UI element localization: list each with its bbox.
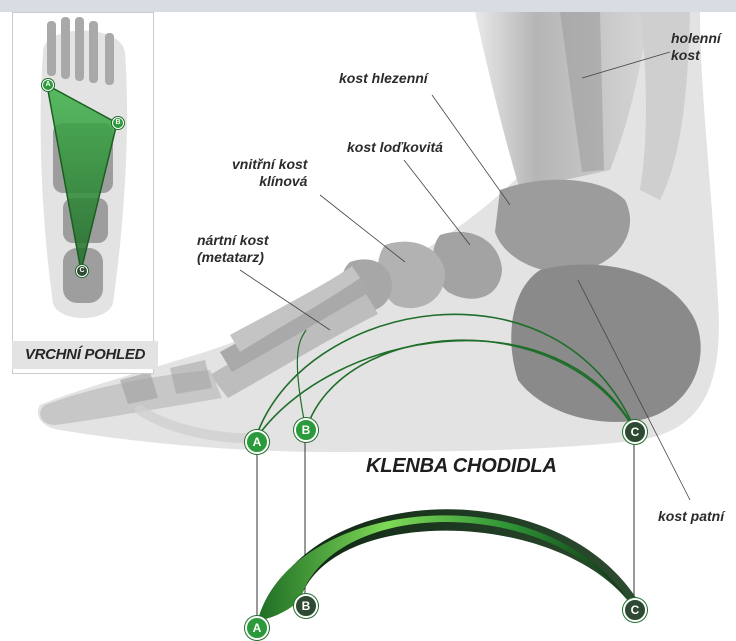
marker-b: B xyxy=(294,418,318,442)
arch-marker-c: C xyxy=(623,598,647,622)
top-bar xyxy=(0,0,736,12)
top-view-inset: A B C xyxy=(12,12,154,374)
label-kost-patni: kost patní xyxy=(658,508,724,525)
inset-marker-b: B xyxy=(112,117,124,129)
marker-c: C xyxy=(623,420,647,444)
diagram-title: KLENBA CHODIDLA xyxy=(366,455,557,478)
top-view-label: VRCHNÍ POHLED xyxy=(12,341,158,369)
label-vnitrni-kost-klinova: vnitřní kost klínová xyxy=(232,156,307,190)
label-holenni-kost: holenní kost xyxy=(671,30,721,64)
marker-a: A xyxy=(245,430,269,454)
arch-marker-a: A xyxy=(245,616,269,640)
label-kost-lodkovita: kost loďkovitá xyxy=(347,139,443,156)
inset-marker-a: A xyxy=(42,79,54,91)
arch-marker-b: B xyxy=(294,594,318,618)
inset-marker-c: C xyxy=(76,265,88,277)
label-nartni-kost: nártní kost (metatarz) xyxy=(197,232,269,266)
label-kost-hlezenni: kost hlezenní xyxy=(339,70,428,87)
top-view-foot-illustration xyxy=(13,13,153,343)
